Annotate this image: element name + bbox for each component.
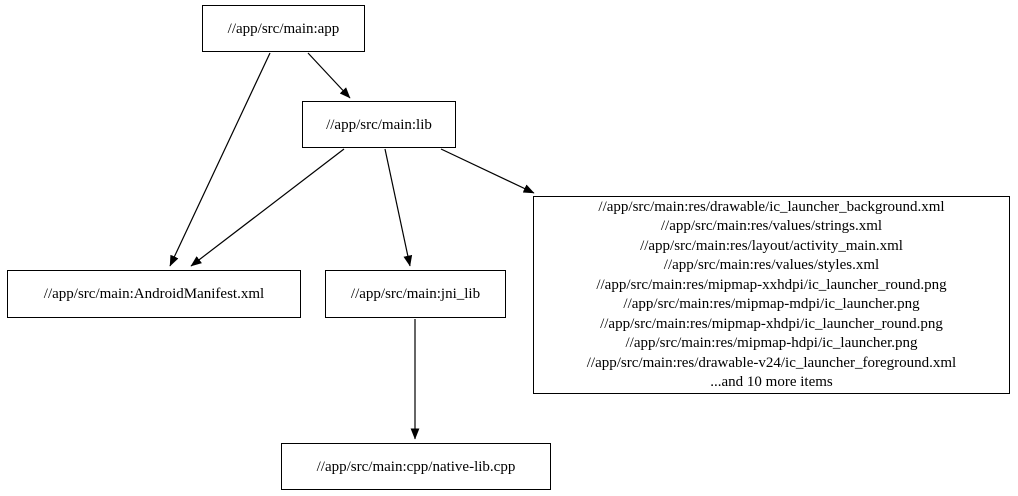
resource-line: //app/src/main:res/values/strings.xml: [660, 218, 883, 234]
edge-app-to-lib: [307, 52, 351, 99]
resource-line: //app/src/main:res/values/styles.xml: [663, 257, 880, 273]
node-lib-label: //app/src/main:lib: [326, 116, 432, 133]
resource-line: //app/src/main:res/layout/activity_main.…: [640, 237, 903, 254]
node-android-manifest-label: //app/src/main:AndroidManifest.xml: [43, 286, 265, 302]
node-android-manifest: //app/src/main:AndroidManifest.xml: [7, 270, 301, 318]
resource-line: //app/src/main:res/mipmap-mdpi/ic_launch…: [623, 296, 920, 312]
resource-line: //app/src/main:res/mipmap-xhdpi/ic_launc…: [600, 315, 943, 332]
resource-line: //app/src/main:res/mipmap-hdpi/ic_launch…: [625, 335, 918, 351]
resource-line-more-items: ...and 10 more items: [710, 374, 833, 390]
resource-line: //app/src/main:res/mipmap-xxhdpi/ic_laun…: [596, 276, 947, 293]
resource-line: //app/src/main:res/drawable-v24/ic_launc…: [586, 354, 957, 371]
node-native-lib-cpp: //app/src/main:cpp/native-lib.cpp: [281, 443, 551, 490]
node-jni-lib-label: //app/src/main:jni_lib: [350, 286, 481, 302]
resource-line: //app/src/main:res/drawable/ic_launcher_…: [598, 198, 945, 215]
node-jni-lib: //app/src/main:jni_lib: [325, 270, 506, 318]
edge-app-to-androidmanifest: [169, 52, 271, 267]
node-native-lib-cpp-label: //app/src/main:cpp/native-lib.cpp: [316, 458, 516, 475]
node-app-label: //app/src/main:app: [227, 20, 340, 37]
node-lib: //app/src/main:lib: [302, 101, 456, 148]
node-resources: //app/src/main:res/drawable/ic_launcher_…: [533, 196, 1010, 394]
node-app: //app/src/main:app: [202, 5, 365, 52]
edge-lib-to-resources: [440, 148, 535, 194]
edge-lib-to-androidmanifest: [190, 148, 345, 267]
edge-lib-to-jnilib: [384, 148, 413, 267]
